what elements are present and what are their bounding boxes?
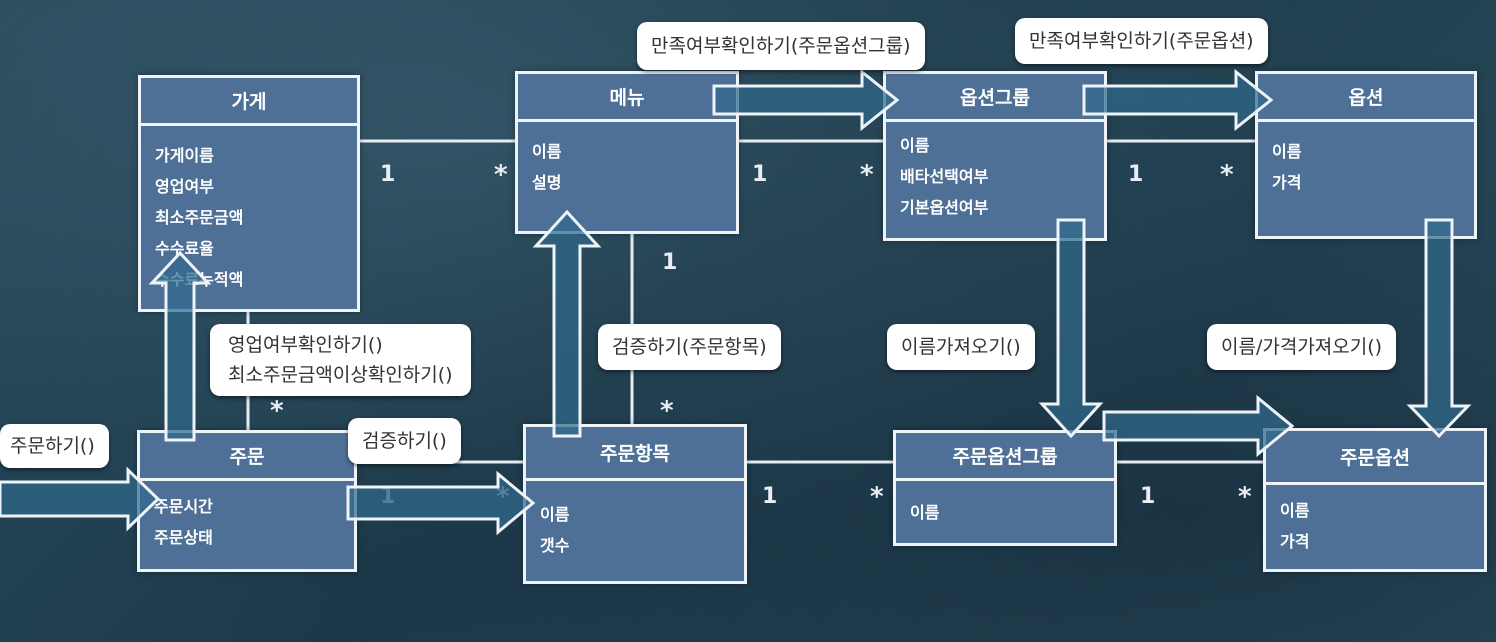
attr: 가격 — [1272, 173, 1302, 192]
mult-item-ogroup-one: 1 — [762, 484, 778, 509]
mult-menu-group-one: 1 — [752, 162, 768, 187]
message-check-open: 영업여부확인하기() 최소주문금액이상확인하기() — [210, 324, 471, 396]
class-option-group: 옵션그룹 이름 배타선택여부 기본옵션여부 — [883, 71, 1107, 241]
arrow-right — [1082, 68, 1274, 132]
attr: 설명 — [532, 173, 562, 192]
message-get-name-price: 이름/가격가져오기() — [1207, 324, 1397, 370]
attr: 이름 — [900, 136, 930, 155]
class-option-title: 옵션 — [1258, 74, 1474, 122]
arrow-up — [532, 209, 602, 438]
arrow-right — [1102, 394, 1295, 458]
arrow-right — [712, 68, 900, 132]
mult-store-menu-one: 1 — [380, 162, 396, 187]
message-validate-item: 검증하기(주문항목) — [598, 324, 781, 370]
attr: 배타선택여부 — [900, 167, 989, 186]
mult-item-ogroup-many: * — [870, 482, 884, 512]
class-menu: 메뉴 이름 설명 — [515, 71, 739, 234]
message-check-satisfy-group: 만족여부확인하기(주문옵션그룹) — [637, 22, 925, 70]
mult-store-menu-many: * — [494, 160, 508, 190]
class-order-option-title: 주문옵션 — [1266, 431, 1484, 485]
attr: 주문시간 — [154, 497, 213, 516]
class-store-title: 가게 — [141, 78, 357, 126]
class-order-option-group-title: 주문옵션그룹 — [896, 433, 1114, 481]
message-validate: 검증하기() — [348, 418, 461, 464]
class-order-item-title: 주문항목 — [526, 427, 744, 481]
class-menu-title: 메뉴 — [518, 74, 736, 122]
mult-store-order-many: * — [270, 396, 284, 426]
attr: 이름 — [910, 503, 940, 522]
attr: 이름 — [540, 505, 570, 524]
arrow-down — [1406, 218, 1472, 439]
message-line: 영업여부확인하기() — [228, 334, 383, 356]
attr: 기본옵션여부 — [900, 198, 989, 217]
attr: 가게이름 — [155, 146, 214, 165]
message-place-order: 주문하기() — [0, 424, 109, 468]
arrow-right — [346, 470, 536, 536]
class-order: 주문 주문시간 주문상태 — [137, 430, 357, 572]
attr: 영업여부 — [155, 177, 214, 196]
message-check-satisfy-option: 만족여부확인하기(주문옵션) — [1015, 18, 1268, 64]
attr: 이름 — [1280, 501, 1310, 520]
attr: 최소주문금액 — [155, 208, 244, 227]
class-order-option-group: 주문옵션그룹 이름 — [893, 430, 1117, 546]
class-option-group-title: 옵션그룹 — [886, 74, 1104, 122]
mult-menu-item-many: * — [660, 396, 674, 426]
mult-ogroup-ooption-one: 1 — [1140, 484, 1156, 509]
attr: 이름 — [1272, 142, 1302, 161]
mult-group-option-one: 1 — [1128, 162, 1144, 187]
class-option: 옵션 이름 가격 — [1255, 71, 1477, 239]
mult-menu-group-many: * — [860, 160, 874, 190]
message-line: 최소주문금액이상확인하기() — [228, 364, 453, 386]
arrow-right — [0, 466, 161, 532]
attr: 갯수 — [540, 536, 570, 555]
attr: 가격 — [1280, 532, 1310, 551]
arrow-up — [148, 250, 212, 442]
attr: 주문상태 — [154, 528, 213, 547]
mult-group-option-many: * — [1220, 160, 1234, 190]
class-order-item: 주문항목 이름 갯수 — [523, 424, 747, 584]
class-order-title: 주문 — [140, 433, 354, 481]
class-order-option: 주문옵션 이름 가격 — [1263, 428, 1487, 572]
mult-ogroup-ooption-many: * — [1238, 482, 1252, 512]
arrow-down — [1038, 218, 1104, 439]
attr: 수수료율 — [155, 239, 214, 258]
message-get-name: 이름가져오기() — [887, 324, 1035, 370]
attr: 이름 — [532, 142, 562, 161]
mult-menu-item-one: 1 — [662, 250, 678, 275]
